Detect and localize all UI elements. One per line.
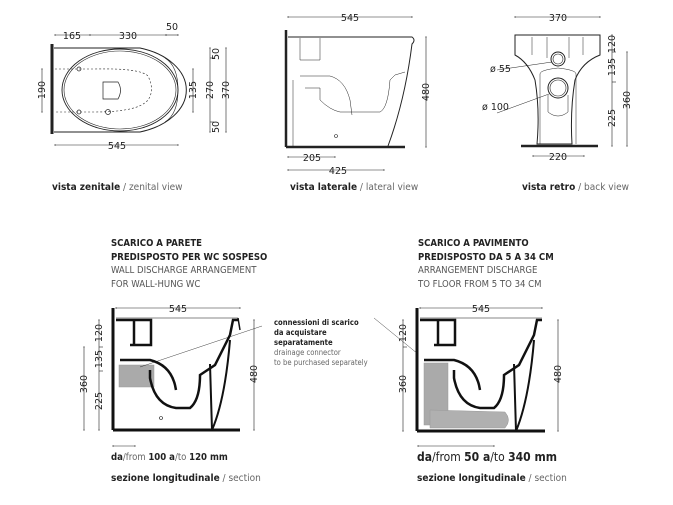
range-a: a (479, 450, 491, 464)
dim-wall-545: 545 (169, 304, 187, 315)
wall-section-heading: SCARICO A PARETE PREDISPOSTO PER WC SOSP… (111, 237, 267, 291)
dim-zenital-270: 270 (205, 81, 216, 99)
zenital-view-drawing (41, 33, 227, 147)
dim-back-370: 370 (549, 13, 567, 24)
dim-zenital-135: 135 (188, 81, 199, 99)
dim-back-360: 360 (622, 91, 633, 109)
dim-lateral-205: 205 (303, 153, 321, 164)
range-a: a (166, 452, 175, 463)
range-value-min: 100 (148, 452, 167, 463)
dim-zenital-50-bottom: 50 (211, 121, 222, 133)
caption-back-view: vista retro / back view (522, 182, 629, 193)
caption-wall-section-it: sezione longitudinale (111, 473, 220, 484)
caption-sep: / (575, 182, 585, 193)
lateral-view-drawing (284, 15, 427, 172)
floor-discharge-section-drawing (373, 306, 559, 448)
caption-lateral-en: lateral view (365, 182, 419, 193)
wall-title-en-1: WALL DISCHARGE ARRANGEMENT (111, 265, 257, 276)
dim-back-225: 225 (607, 109, 618, 127)
dim-floor-545: 545 (472, 304, 490, 315)
caption-zenital-view: vista zenitale / zenital view (52, 182, 183, 193)
floor-title-it-1: SCARICO A PAVIMENTO (418, 238, 529, 249)
caption-wall-section-en: section (228, 473, 261, 484)
range-from: /from (432, 450, 465, 464)
dim-zenital-370: 370 (221, 81, 232, 99)
dim-floor-360: 360 (398, 375, 409, 393)
dim-wall-360: 360 (79, 375, 90, 393)
caption-floor-section-en: section (534, 473, 567, 484)
caption-sep: / (525, 473, 535, 484)
floor-title-en-1: ARRANGEMENT DISCHARGE (418, 265, 538, 276)
dim-zenital-165: 165 (63, 31, 81, 42)
caption-floor-section-it: sezione longitudinale (417, 473, 526, 484)
note-en-2: to be purchased separately (274, 358, 368, 367)
range-to: /to (174, 452, 190, 463)
note-it-2: da acquistare (274, 328, 327, 337)
range-to: /to (490, 450, 509, 464)
floor-discharge-range: da/from 50 a/to 340 mm (417, 450, 557, 464)
dim-back-135: 135 (607, 58, 618, 76)
back-view-drawing (496, 15, 628, 158)
dim-back-120: 120 (607, 35, 618, 53)
range-from: /from (122, 452, 149, 463)
note-en-1: drainage connector (274, 348, 341, 357)
dim-floor-480: 480 (553, 365, 564, 383)
wall-title-en-2: FOR WALL-HUNG WC (111, 278, 201, 290)
range-value-max: 340 mm (508, 450, 557, 464)
note-it-1: connessioni di scarico (274, 318, 359, 327)
dim-zenital-545: 545 (108, 141, 126, 152)
dim-floor-120: 120 (398, 324, 409, 342)
dim-zenital-330: 330 (119, 31, 137, 42)
caption-zenital-it: vista zenitale (52, 182, 121, 193)
drainage-connector-note: connessioni di scarico da acquistare sep… (274, 318, 368, 368)
range-da: da (111, 452, 123, 463)
caption-lateral-it: vista laterale (290, 182, 358, 193)
dim-wall-225: 225 (94, 392, 105, 410)
dim-zenital-190: 190 (37, 81, 48, 99)
note-it-3: separatamente (274, 338, 333, 347)
caption-floor-section: sezione longitudinale / section (417, 473, 567, 484)
caption-sep: / (219, 473, 229, 484)
caption-lateral-view: vista laterale / lateral view (290, 182, 418, 193)
range-da: da (417, 450, 433, 464)
caption-sep: / (120, 182, 129, 193)
floor-title-en-2: TO FLOOR FROM 5 TO 34 CM (418, 278, 542, 290)
dim-zenital-50: 50 (166, 22, 178, 33)
dim-back-d55: ø 55 (490, 64, 511, 75)
dim-wall-480: 480 (249, 365, 260, 383)
floor-section-heading: SCARICO A PAVIMENTO PREDISPOSTO DA 5 A 3… (418, 237, 554, 291)
wall-title-it-1: SCARICO A PARETE (111, 238, 202, 249)
dim-lateral-480: 480 (421, 83, 432, 101)
caption-zenital-en: zenital view (128, 182, 183, 193)
caption-back-en: back view (584, 182, 629, 193)
caption-wall-section: sezione longitudinale / section (111, 473, 261, 484)
wall-title-it-2: PREDISPOSTO PER WC SOSPESO (111, 251, 268, 263)
dim-wall-135: 135 (94, 350, 105, 368)
dim-lateral-545: 545 (341, 13, 359, 24)
range-value-max: 120 mm (189, 452, 228, 463)
caption-sep: / (357, 182, 366, 193)
dim-zenital-50-top: 50 (211, 48, 222, 60)
floor-title-it-2: PREDISPOSTO DA 5 A 34 CM (418, 251, 554, 263)
dim-back-220: 220 (549, 152, 567, 163)
dim-lateral-425: 425 (329, 166, 347, 177)
caption-back-it: vista retro (522, 182, 576, 193)
wall-discharge-range: da/from 100 a/to 120 mm (111, 452, 228, 463)
dim-wall-120: 120 (94, 324, 105, 342)
wall-discharge-section-drawing (83, 306, 263, 448)
range-value-min: 50 (464, 450, 480, 464)
dim-back-d100: ø 100 (482, 102, 509, 113)
